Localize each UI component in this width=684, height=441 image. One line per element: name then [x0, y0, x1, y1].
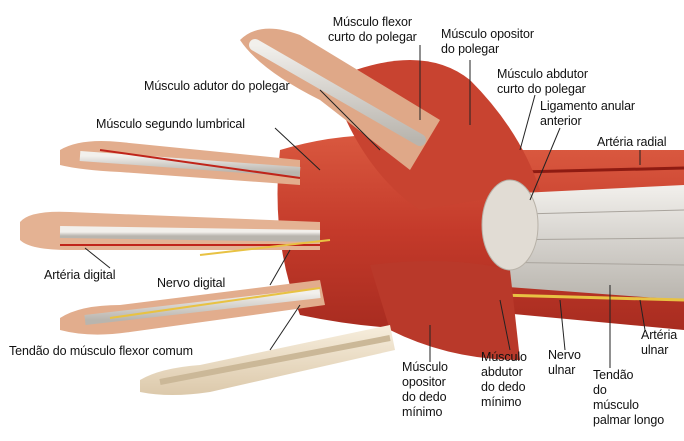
- label-flexor-curto-polegar: Músculo flexor curto do polegar: [328, 15, 417, 45]
- label-segundo-lumbrical: Músculo segundo lumbrical: [96, 117, 245, 132]
- label-abdutor-curto-polegar: Músculo abdutor curto do polegar: [497, 67, 588, 97]
- carpal-ligament: [482, 180, 538, 270]
- label-abdutor-dedo-minimo: Músculo abdutor do dedo mínimo: [481, 350, 527, 410]
- label-nervo-ulnar: Nervo ulnar: [548, 348, 581, 378]
- label-ligamento-anular: Ligamento anular anterior: [540, 99, 635, 129]
- finger-index: [60, 141, 300, 185]
- label-arteria-digital: Artéria digital: [44, 268, 115, 283]
- label-arteria-ulnar: Artéria ulnar: [641, 328, 677, 358]
- label-arteria-radial: Artéria radial: [597, 135, 666, 150]
- label-opositor-dedo-minimo: Músculo opositor do dedo mínimo: [402, 360, 448, 420]
- finger-little: [140, 325, 395, 395]
- label-opositor-polegar: Músculo opositor do polegar: [441, 27, 534, 57]
- label-nervo-digital: Nervo digital: [157, 276, 225, 291]
- label-tendao-palmar-longo: Tendão do músculo palmar longo: [593, 368, 664, 428]
- label-tendao-flexor-comum: Tendão do músculo flexor comum: [9, 344, 193, 359]
- label-adutor-polegar: Músculo adutor do polegar: [144, 79, 290, 94]
